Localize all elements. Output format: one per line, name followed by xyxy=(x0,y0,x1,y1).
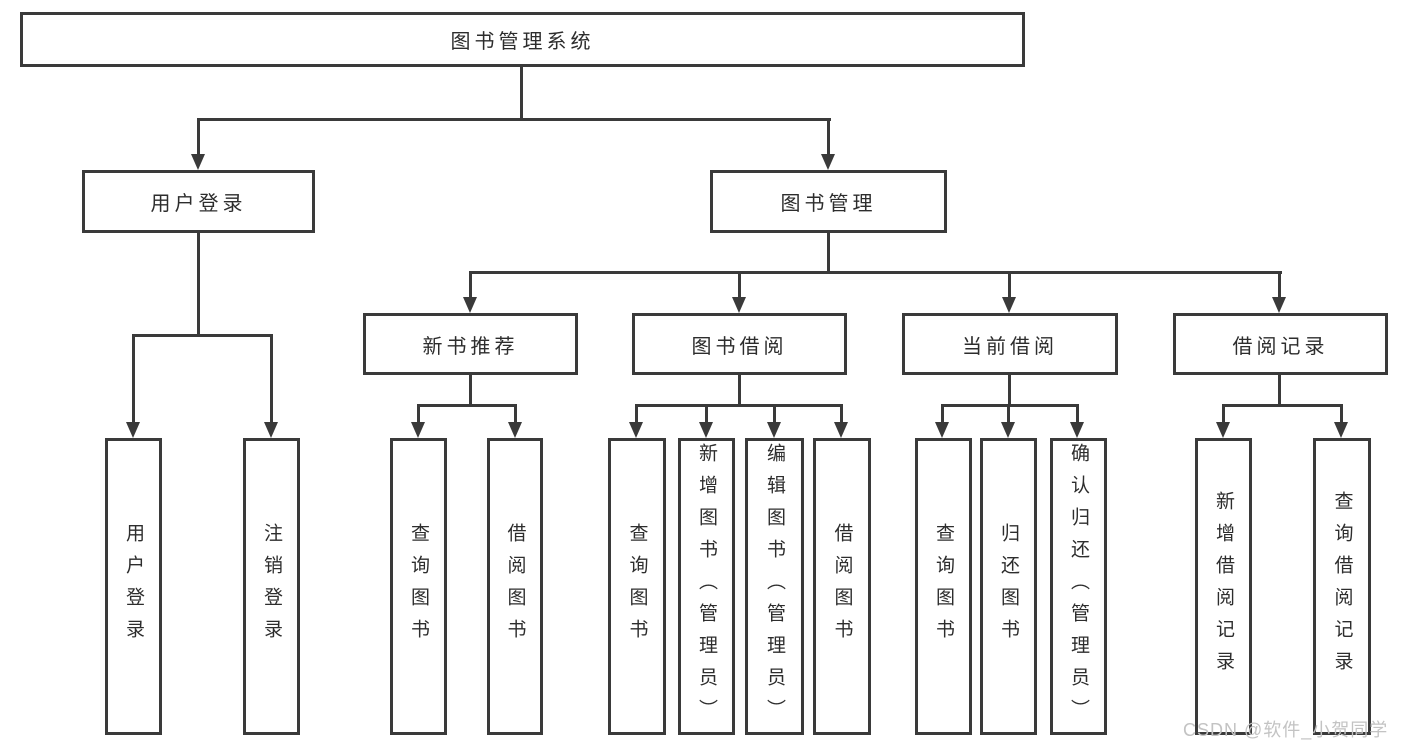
leaf-label: 借阅图书 xyxy=(831,522,853,651)
arrow-down-icon xyxy=(821,154,835,170)
connector-line xyxy=(514,404,517,424)
connector-line xyxy=(132,334,135,424)
arrow-down-icon xyxy=(732,297,746,313)
leaf-label: 确认归还（管理员） xyxy=(1068,442,1089,731)
leaf-label: 借阅图书 xyxy=(504,522,526,651)
arrow-down-icon xyxy=(126,422,140,438)
leaf-label: 查询图书 xyxy=(933,522,954,651)
arrow-down-icon xyxy=(1272,297,1286,313)
node-borrow-records: 借阅记录 xyxy=(1173,313,1388,375)
arrow-down-icon xyxy=(191,154,205,170)
connector-line xyxy=(635,404,638,424)
leaf-logout: 注销登录 xyxy=(243,438,300,735)
leaf-query-borrow-record: 查询借阅记录 xyxy=(1313,438,1371,735)
node-new-book-recommend: 新书推荐 xyxy=(363,313,578,375)
connector-line xyxy=(1222,404,1225,424)
arrow-down-icon xyxy=(767,422,781,438)
leaf-label: 新增图书（管理员） xyxy=(696,442,717,731)
connector-line xyxy=(773,404,776,424)
connector-line xyxy=(635,404,843,407)
leaf-return-books: 归还图书 xyxy=(980,438,1037,735)
leaf-label: 编辑图书（管理员） xyxy=(764,442,785,731)
connector-line xyxy=(1278,271,1281,299)
arrow-down-icon xyxy=(463,297,477,313)
connector-line xyxy=(1007,404,1010,424)
leaf-label: 查询图书 xyxy=(408,522,429,651)
leaf-confirm-return-admin: 确认归还（管理员） xyxy=(1050,438,1107,735)
connector-line xyxy=(197,118,831,121)
arrow-down-icon xyxy=(1070,422,1084,438)
connector-line xyxy=(417,404,420,424)
leaf-label: 查询图书 xyxy=(626,522,648,651)
connector-line xyxy=(705,404,708,424)
leaf-label: 注销登录 xyxy=(261,522,282,651)
leaf-user-login: 用户登录 xyxy=(105,438,162,735)
connector-line xyxy=(417,404,517,407)
connector-line xyxy=(270,334,273,424)
connector-line xyxy=(840,404,843,424)
watermark: CSDN @软件_小贺同学 xyxy=(1183,720,1389,740)
leaf-label: 新增借阅记录 xyxy=(1213,490,1234,683)
arrow-down-icon xyxy=(1216,422,1230,438)
connector-line xyxy=(738,271,741,299)
connector-line xyxy=(1340,404,1343,424)
connector-line xyxy=(827,118,830,156)
arrow-down-icon xyxy=(1001,422,1015,438)
arrow-down-icon xyxy=(699,422,713,438)
connector-line xyxy=(132,334,273,337)
node-book-management: 图书管理 xyxy=(710,170,947,233)
arrow-down-icon xyxy=(935,422,949,438)
arrow-down-icon xyxy=(1334,422,1348,438)
connector-line xyxy=(469,271,472,299)
connector-line xyxy=(469,375,472,407)
leaf-query-books-recommend: 查询图书 xyxy=(390,438,447,735)
leaf-add-borrow-record: 新增借阅记录 xyxy=(1195,438,1252,735)
connector-line xyxy=(197,233,200,337)
connector-line xyxy=(1008,271,1011,299)
node-user-login: 用户登录 xyxy=(82,170,315,233)
arrow-down-icon xyxy=(411,422,425,438)
node-current-borrow: 当前借阅 xyxy=(902,313,1118,375)
arrow-down-icon xyxy=(508,422,522,438)
leaf-query-books-current: 查询图书 xyxy=(915,438,972,735)
node-book-borrow: 图书借阅 xyxy=(632,313,847,375)
leaf-query-books-borrow: 查询图书 xyxy=(608,438,666,735)
connector-line xyxy=(941,404,944,424)
connector-line xyxy=(469,271,1282,274)
connector-line xyxy=(827,233,830,274)
connector-line xyxy=(738,375,741,407)
connector-line xyxy=(1222,404,1343,407)
node-library-system: 图书管理系统 xyxy=(20,12,1025,67)
connector-line xyxy=(520,67,523,121)
arrow-down-icon xyxy=(1002,297,1016,313)
leaf-label: 查询借阅记录 xyxy=(1331,490,1353,683)
leaf-label: 用户登录 xyxy=(123,522,144,651)
leaf-add-book-admin: 新增图书（管理员） xyxy=(678,438,735,735)
connector-line xyxy=(1008,375,1011,407)
arrow-down-icon xyxy=(629,422,643,438)
leaf-borrow-books-borrow: 借阅图书 xyxy=(813,438,871,735)
arrow-down-icon xyxy=(264,422,278,438)
connector-line xyxy=(197,118,200,156)
arrow-down-icon xyxy=(834,422,848,438)
leaf-borrow-books-recommend: 借阅图书 xyxy=(487,438,543,735)
leaf-label: 归还图书 xyxy=(998,522,1019,651)
connector-line xyxy=(1076,404,1079,424)
connector-line xyxy=(941,404,1079,407)
connector-line xyxy=(1278,375,1281,407)
leaf-edit-book-admin: 编辑图书（管理员） xyxy=(745,438,804,735)
